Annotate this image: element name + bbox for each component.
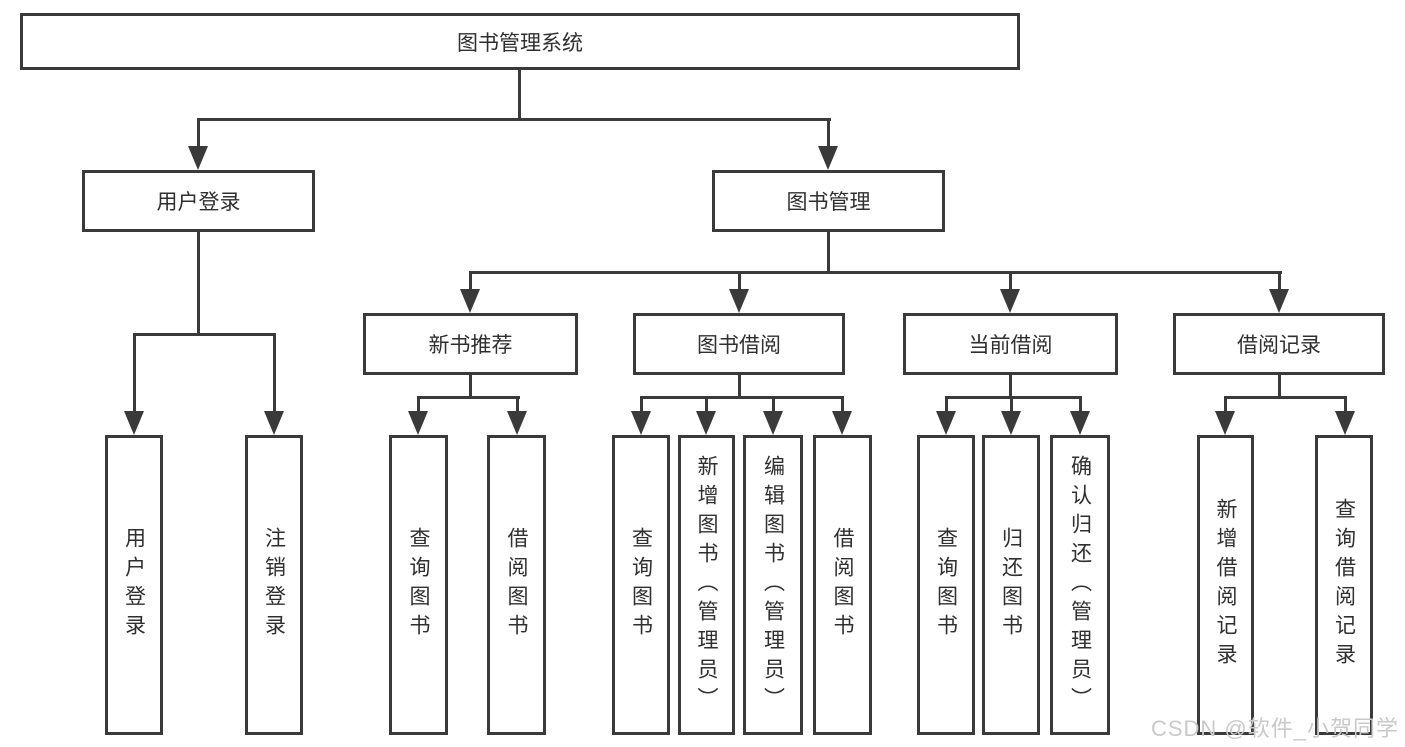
leaf-bb-query-books: 查询图书 [612, 435, 670, 735]
connector-drop-leaf [417, 396, 420, 414]
connector-drop-leaf [133, 333, 136, 413]
arrow-down-icon [1001, 411, 1021, 435]
connector-drop-user-login [197, 118, 200, 148]
connector-book-management-stem [827, 232, 830, 274]
connector-drop-level3 [1278, 271, 1281, 291]
connector-drop-leaf [705, 396, 708, 414]
leaf-bb-add-books-admin-label: 新增图书（管理员） [695, 454, 718, 716]
node-current-borrow: 当前借阅 [903, 313, 1118, 375]
leaf-bb-edit-books-admin-label: 编辑图书（管理员） [761, 454, 785, 716]
connector-bb-splitter [640, 396, 844, 399]
leaf-cb-return-books-label: 归还图书 [999, 527, 1023, 643]
leaf-cb-return-books: 归还图书 [982, 435, 1040, 735]
connector-drop-leaf [841, 396, 844, 414]
arrow-down-icon [729, 289, 749, 313]
connector-cb-splitter [945, 396, 1082, 399]
connector-cb-stem [1009, 375, 1012, 399]
arrow-down-icon [1000, 289, 1020, 313]
node-root-label: 图书管理系统 [457, 31, 583, 55]
leaf-logout-label: 注销登录 [262, 527, 286, 643]
arrow-down-icon [124, 411, 144, 435]
node-user-login: 用户登录 [82, 170, 315, 232]
connector-level3-splitter [469, 271, 1282, 274]
connector-user-login-stem [197, 232, 200, 336]
leaf-cb-confirm-return-admin: 确认归还（管理员） [1050, 435, 1110, 735]
connector-drop-leaf [772, 396, 775, 414]
connector-drop-leaf [516, 396, 519, 414]
node-book-management: 图书管理 [712, 170, 945, 232]
arrow-down-icon [818, 146, 838, 170]
node-current-borrow-label: 当前借阅 [968, 334, 1053, 357]
leaf-user-login-label: 用户登录 [122, 527, 146, 643]
connector-drop-book-management [827, 118, 830, 148]
connector-drop-level3 [738, 271, 741, 291]
leaf-cb-confirm-return-admin-label: 确认归还（管理员） [1068, 454, 1092, 716]
connector-level2-splitter [197, 118, 831, 121]
arrow-down-icon [264, 411, 284, 435]
connector-drop-level3 [1009, 271, 1012, 291]
leaf-bb-edit-books-admin: 编辑图书（管理员） [743, 435, 803, 735]
node-borrow-records: 借阅记录 [1173, 313, 1385, 375]
leaf-bb-query-books-label: 查询图书 [629, 527, 653, 643]
connector-drop-level3 [469, 271, 472, 291]
connector-drop-leaf [1079, 396, 1082, 414]
leaf-nbr-query-books: 查询图书 [389, 435, 448, 735]
node-borrow-records-label: 借阅记录 [1237, 334, 1321, 357]
leaf-cb-query-books: 查询图书 [917, 435, 975, 735]
leaf-br-query-record: 查询借阅记录 [1315, 435, 1373, 735]
node-user-login-label: 用户登录 [156, 191, 241, 214]
connector-drop-leaf [1224, 396, 1227, 414]
connector-nbr-stem [469, 375, 472, 399]
node-root: 图书管理系统 [20, 13, 1020, 70]
arrow-down-icon [631, 411, 651, 435]
connector-user-login-splitter [133, 333, 276, 336]
leaf-br-add-record-label: 新增借阅记录 [1214, 498, 1237, 672]
arrow-down-icon [408, 411, 428, 435]
connector-drop-leaf [1010, 396, 1013, 414]
leaf-logout: 注销登录 [245, 435, 303, 735]
arrow-down-icon [696, 411, 716, 435]
leaf-br-query-record-label: 查询借阅记录 [1332, 498, 1356, 672]
node-new-book-recommend-label: 新书推荐 [428, 334, 513, 357]
arrow-down-icon [507, 411, 527, 435]
leaf-nbr-borrow-books-label: 借阅图书 [505, 527, 528, 643]
leaf-bb-borrow-books: 借阅图书 [813, 435, 872, 735]
connector-nbr-splitter [417, 396, 520, 399]
leaf-bb-borrow-books-label: 借阅图书 [831, 527, 854, 643]
connector-drop-leaf [640, 396, 643, 414]
arrow-down-icon [1215, 411, 1235, 435]
arrow-down-icon [1269, 289, 1289, 313]
connector-drop-leaf [945, 396, 948, 414]
node-new-book-recommend: 新书推荐 [363, 313, 578, 375]
arrow-down-icon [1070, 411, 1090, 435]
node-book-borrow: 图书借阅 [633, 313, 845, 375]
arrow-down-icon [763, 411, 783, 435]
node-book-management-label: 图书管理 [786, 191, 871, 214]
arrow-down-icon [1335, 411, 1355, 435]
connector-br-splitter [1224, 396, 1346, 399]
leaf-nbr-query-books-label: 查询图书 [407, 527, 430, 643]
leaf-cb-query-books-label: 查询图书 [934, 527, 958, 643]
connector-drop-leaf [273, 333, 276, 413]
leaf-bb-add-books-admin: 新增图书（管理员） [678, 435, 735, 735]
connector-bb-stem [738, 375, 741, 399]
csdn-watermark: CSDN @软件_小贺同学 [1150, 716, 1399, 741]
connector-br-stem [1278, 375, 1281, 399]
node-book-borrow-label: 图书借阅 [697, 334, 781, 357]
connector-drop-leaf [1344, 396, 1347, 414]
leaf-nbr-borrow-books: 借阅图书 [487, 435, 546, 735]
leaf-br-add-record: 新增借阅记录 [1197, 435, 1254, 735]
arrow-down-icon [188, 146, 208, 170]
arrow-down-icon [460, 289, 480, 313]
arrow-down-icon [936, 411, 956, 435]
arrow-down-icon [832, 411, 852, 435]
leaf-user-login: 用户登录 [105, 435, 163, 735]
connector-root-stem [518, 70, 521, 120]
